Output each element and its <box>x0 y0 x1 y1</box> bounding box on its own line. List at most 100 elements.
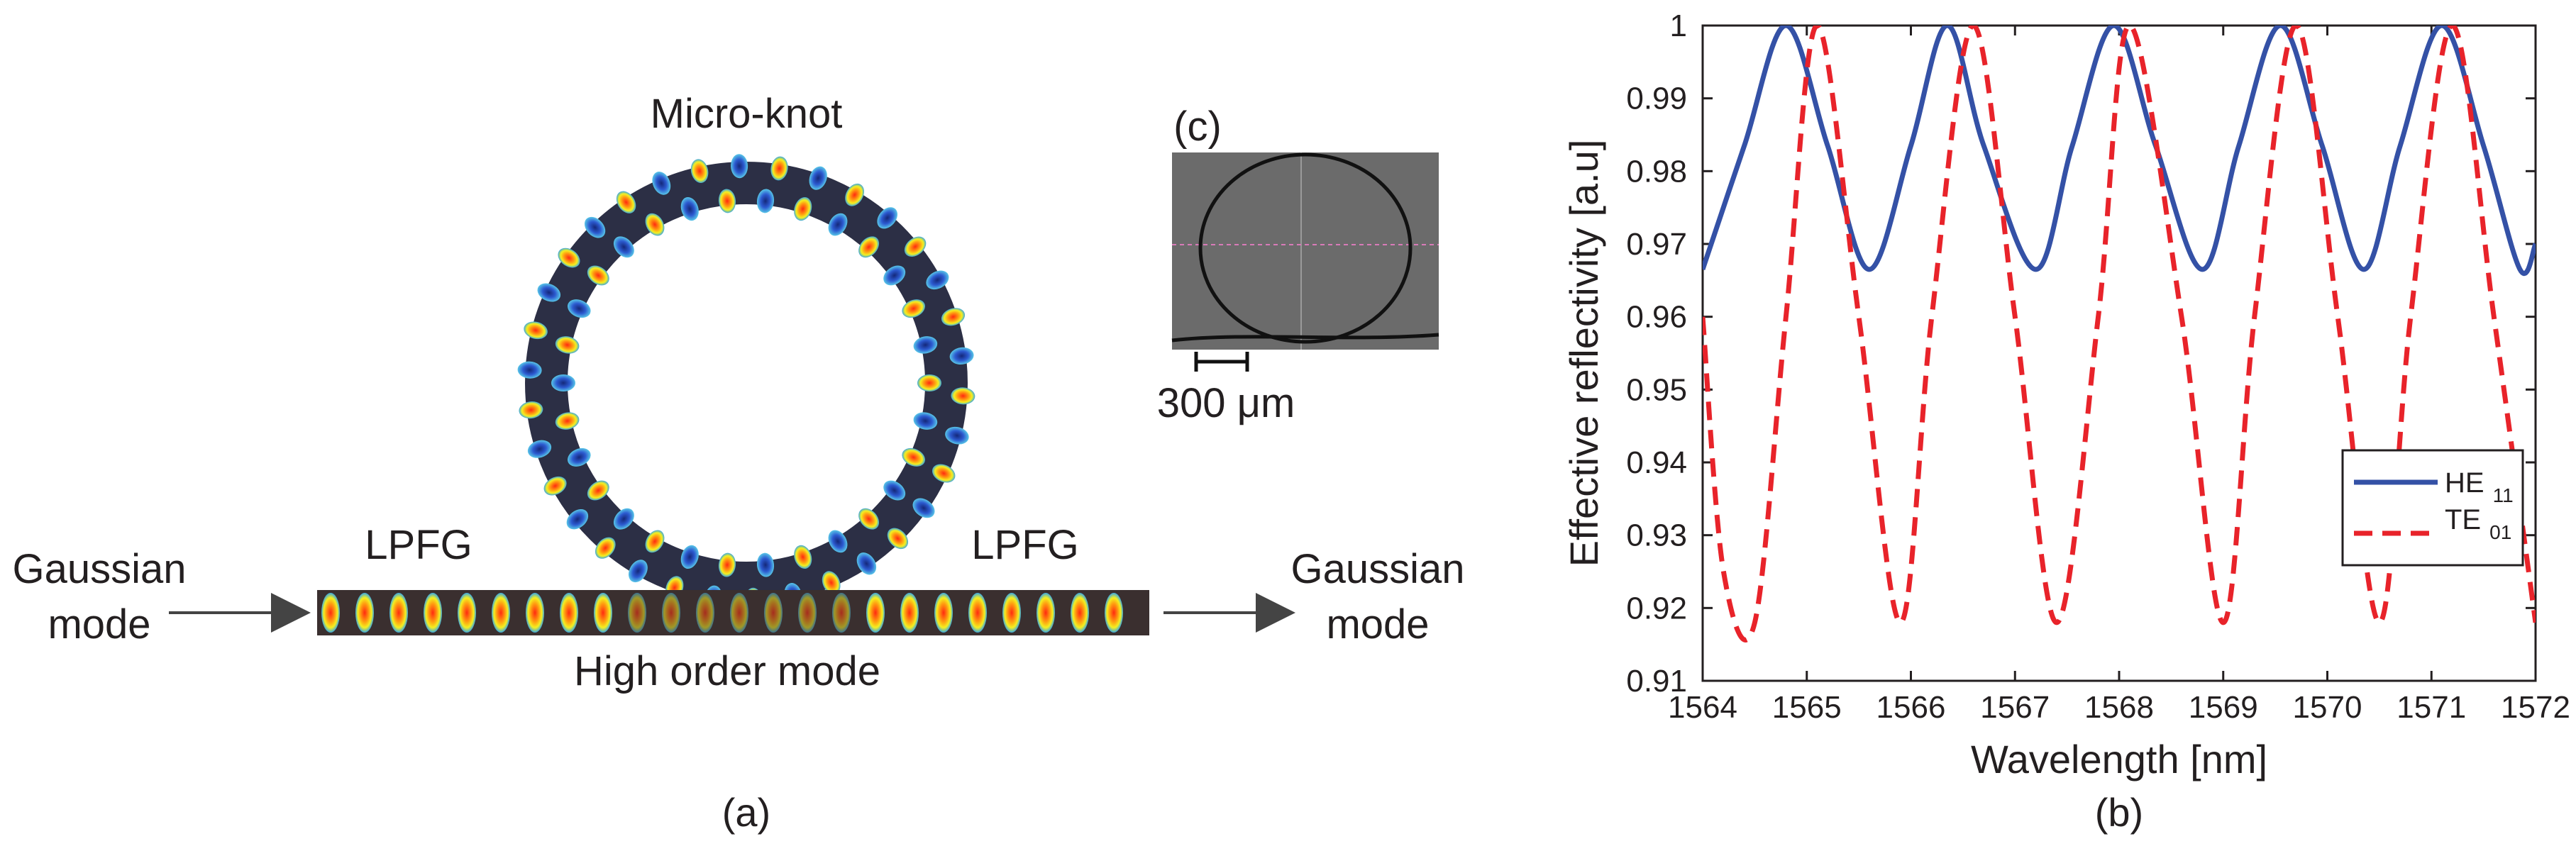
ring-mode-spot <box>926 270 949 290</box>
y-tick-label: 0.91 <box>1626 664 1687 699</box>
y-axis-title: Effective reflectivity [a.u] <box>1561 140 1606 567</box>
fiber-mode-spot <box>696 593 714 633</box>
panel-a: Micro-knot LPFG LPFG Gaussian mode Gauss… <box>12 91 1464 835</box>
ring-mode-spot <box>537 283 561 302</box>
panel-c: (c) 300 μm <box>1157 104 1439 426</box>
plot-area <box>1701 24 2537 682</box>
ring-mode-spot <box>566 509 589 530</box>
ring-mode-spot <box>856 552 877 575</box>
fiber-mode-spot <box>458 593 476 633</box>
x-tick-label: 1567 <box>1980 690 2050 725</box>
fiber-mode-spot <box>389 593 408 633</box>
high-order-mode-label: High order mode <box>574 648 880 694</box>
ring-mode-spot <box>628 560 648 583</box>
fiber-mode-spot <box>594 593 612 633</box>
y-tick-label: 0.94 <box>1626 445 1687 480</box>
ring-mode-spot <box>902 447 925 467</box>
ring-mode-spot <box>904 236 927 257</box>
x-tick-label: 1569 <box>2189 690 2258 725</box>
fiber-mode-spot <box>1071 593 1089 633</box>
ring-mode-spot <box>794 545 812 569</box>
legend-sub-he11: 11 <box>2493 484 2514 506</box>
y-tick-label: 0.95 <box>1626 372 1687 407</box>
fiber-mode-spot <box>526 593 544 633</box>
input-mode-label-line2: mode <box>48 601 150 647</box>
ring-mode-spot <box>645 213 665 236</box>
x-tick-label: 1568 <box>2084 690 2154 725</box>
series-line-he11 <box>1703 26 2536 277</box>
micrograph-knot-loop <box>1198 152 1413 344</box>
y-tick-label: 0.99 <box>1626 82 1687 116</box>
ring-mode-spot <box>555 412 580 430</box>
ring-mode-spot <box>945 426 969 445</box>
ring-mode-spot <box>858 508 880 530</box>
ring-mode-spot <box>756 189 775 213</box>
ring-mode-spot <box>883 480 906 501</box>
ring-mode-spot <box>770 156 788 181</box>
y-tick-label: 0.92 <box>1626 591 1687 625</box>
fiber-mode-spot <box>662 593 680 633</box>
lpfg-right-label: LPFG <box>971 522 1079 568</box>
ring-mode-spot <box>568 447 591 467</box>
y-tick-label: 1 <box>1670 9 1687 43</box>
fiber-mode-spot <box>560 593 578 633</box>
panel-c-caption: (c) <box>1173 104 1222 150</box>
ring-mode-spot <box>616 191 636 213</box>
fiber-mode-spot <box>798 593 817 633</box>
input-mode-label-line1: Gaussian <box>12 546 186 592</box>
fiber-mode-spot <box>424 593 442 633</box>
panel-a-caption: (a) <box>722 790 770 835</box>
fiber-mode-spots <box>321 593 1123 633</box>
ring-mode-spot <box>731 154 748 179</box>
fiber-mode-spot <box>832 593 851 633</box>
x-tick-label: 1566 <box>1876 690 1946 725</box>
output-mode-label-line2: mode <box>1326 601 1429 647</box>
x-tick-label: 1572 <box>2501 690 2570 725</box>
fiber-mode-spot <box>866 593 885 633</box>
fiber-mode-spot <box>492 593 510 633</box>
ring-mode-spots <box>517 154 975 612</box>
ring-mode-spot <box>822 571 841 594</box>
lpfg-left-label: LPFG <box>365 522 472 568</box>
ring-mode-spot <box>587 265 609 286</box>
ring-mode-spot <box>680 197 699 221</box>
ring-mode-spot <box>613 508 634 530</box>
ring-mode-spot <box>613 236 634 258</box>
x-tick-label: 1570 <box>2293 690 2362 725</box>
ring-mode-spot <box>551 374 575 391</box>
ring-mode-spot <box>568 299 591 318</box>
ring-mode-spot <box>756 552 775 577</box>
ring-mode-spot <box>951 387 975 405</box>
fiber-mode-spot <box>900 593 919 633</box>
ring-mode-spot <box>828 213 848 236</box>
y-tick-label: 0.98 <box>1626 154 1687 189</box>
y-tick-label: 0.93 <box>1626 518 1687 553</box>
ring-mode-spot <box>949 347 974 365</box>
ring-mode-spot <box>718 189 736 213</box>
ring-mode-spot <box>809 166 827 190</box>
y-tick-label: 0.96 <box>1626 300 1687 335</box>
ring-mode-spot <box>517 361 542 379</box>
ring-mode-spot <box>932 464 956 483</box>
panel-a-title: Micro-knot <box>651 91 843 137</box>
scale-bar-label: 300 μm <box>1157 380 1295 426</box>
x-tick-label: 1564 <box>1668 690 1737 725</box>
fiber-mode-spot <box>355 593 374 633</box>
ring-mode-spot <box>718 552 736 577</box>
ring-mode-spot <box>587 480 609 501</box>
ring-mode-spot <box>941 308 966 326</box>
ring-mode-spot <box>558 247 580 268</box>
ring-mode-spot <box>794 197 812 221</box>
ring-mode-spot <box>595 537 616 559</box>
ring-mode-spot <box>912 498 935 518</box>
fiber-mode-spot <box>730 593 748 633</box>
ring-mode-spot <box>652 172 671 195</box>
ring-mode-spot <box>543 476 567 496</box>
ring-mode-spot <box>680 545 699 569</box>
ring-mode-spot <box>555 336 580 354</box>
ring-mode-spot <box>917 374 941 391</box>
